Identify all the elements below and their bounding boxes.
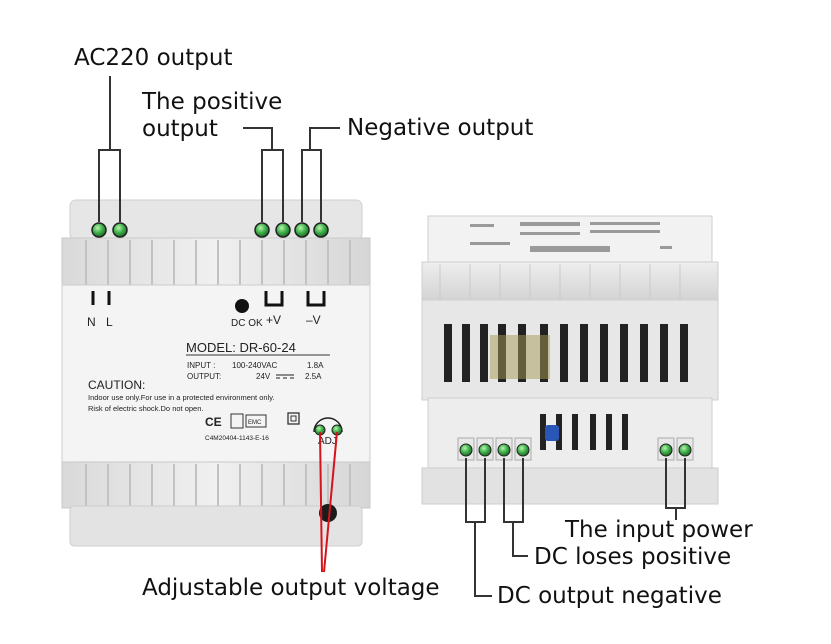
input-current: 1.8A	[307, 361, 324, 370]
adjustable-voltage-label: Adjustable output voltage	[142, 575, 440, 601]
positive-output-label-line1: The positive	[142, 89, 283, 115]
code-text: C4M20404-1143-E-16	[205, 435, 269, 442]
back-module	[421, 215, 719, 505]
positive-output-label-line2: output	[142, 116, 218, 142]
ce-mark-icon: CE	[205, 415, 222, 429]
dc-loses-positive-label: DC loses positive	[534, 544, 732, 570]
dc-ok-text: DC OK	[231, 318, 263, 329]
negative-output-label: Negative output	[347, 115, 534, 141]
back-terminals	[457, 437, 694, 461]
dc-output-negative-label: DC output negative	[497, 583, 722, 609]
cert-icon	[230, 413, 244, 429]
ac220-output-label: AC220 output	[74, 45, 233, 71]
adjust-arrow-lines	[319, 431, 338, 573]
input-power-label: The input power	[565, 517, 753, 543]
double-insulation-icon	[287, 412, 300, 425]
dc-symbol-icon	[276, 374, 294, 379]
adj-text: ADJ	[318, 436, 337, 447]
input-value: 100-240VAC	[232, 361, 277, 370]
caution-line-2: Risk of electric shock.Do not open.	[88, 404, 203, 413]
output-value: 24V	[256, 372, 271, 381]
minus-v-text: –V	[306, 313, 321, 327]
caution-title: CAUTION:	[88, 378, 145, 392]
plus-v-text: +V	[266, 313, 281, 327]
caution-line-1: Indoor use only.For use in a protected e…	[88, 393, 275, 402]
front-module: N L DC OK +V –V MODEL: DR-60-24 INPUT : …	[61, 199, 371, 547]
terminal-n-text: N	[87, 315, 96, 329]
output-current: 2.5A	[305, 372, 322, 381]
emc-mark: EMC	[248, 420, 262, 426]
dc-ok-led	[235, 299, 249, 313]
input-label: INPUT :	[187, 361, 215, 370]
front-terminals	[91, 222, 329, 238]
terminal-l-text: L	[106, 315, 113, 329]
model-text: MODEL: DR-60-24	[186, 340, 296, 355]
mount-screw	[319, 504, 337, 522]
output-label: OUTPUT:	[187, 372, 221, 381]
callout-lines	[98, 76, 686, 597]
